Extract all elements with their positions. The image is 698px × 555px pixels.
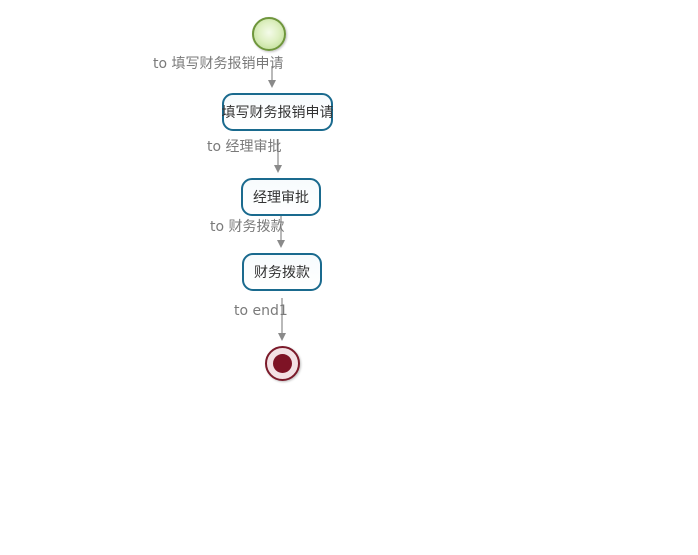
task-label: 财务拨款	[254, 265, 310, 281]
task-finance-payment[interactable]: 财务拨款	[242, 253, 322, 291]
task-manager-approval[interactable]: 经理审批	[241, 178, 321, 216]
task-label: 经理审批	[253, 190, 309, 206]
transition-label: to 填写财务报销申请	[153, 56, 284, 72]
transition-label: to 财务拨款	[210, 219, 285, 235]
end-event[interactable]	[265, 346, 300, 381]
end-event-core	[273, 354, 292, 373]
start-event[interactable]	[252, 17, 286, 51]
transition-label: to end1	[234, 303, 288, 319]
task-fill-expense-claim[interactable]: 填写财务报销申请	[221, 93, 334, 131]
task-label: 填写财务报销申请	[221, 105, 334, 121]
transition-label: to 经理审批	[207, 139, 282, 155]
